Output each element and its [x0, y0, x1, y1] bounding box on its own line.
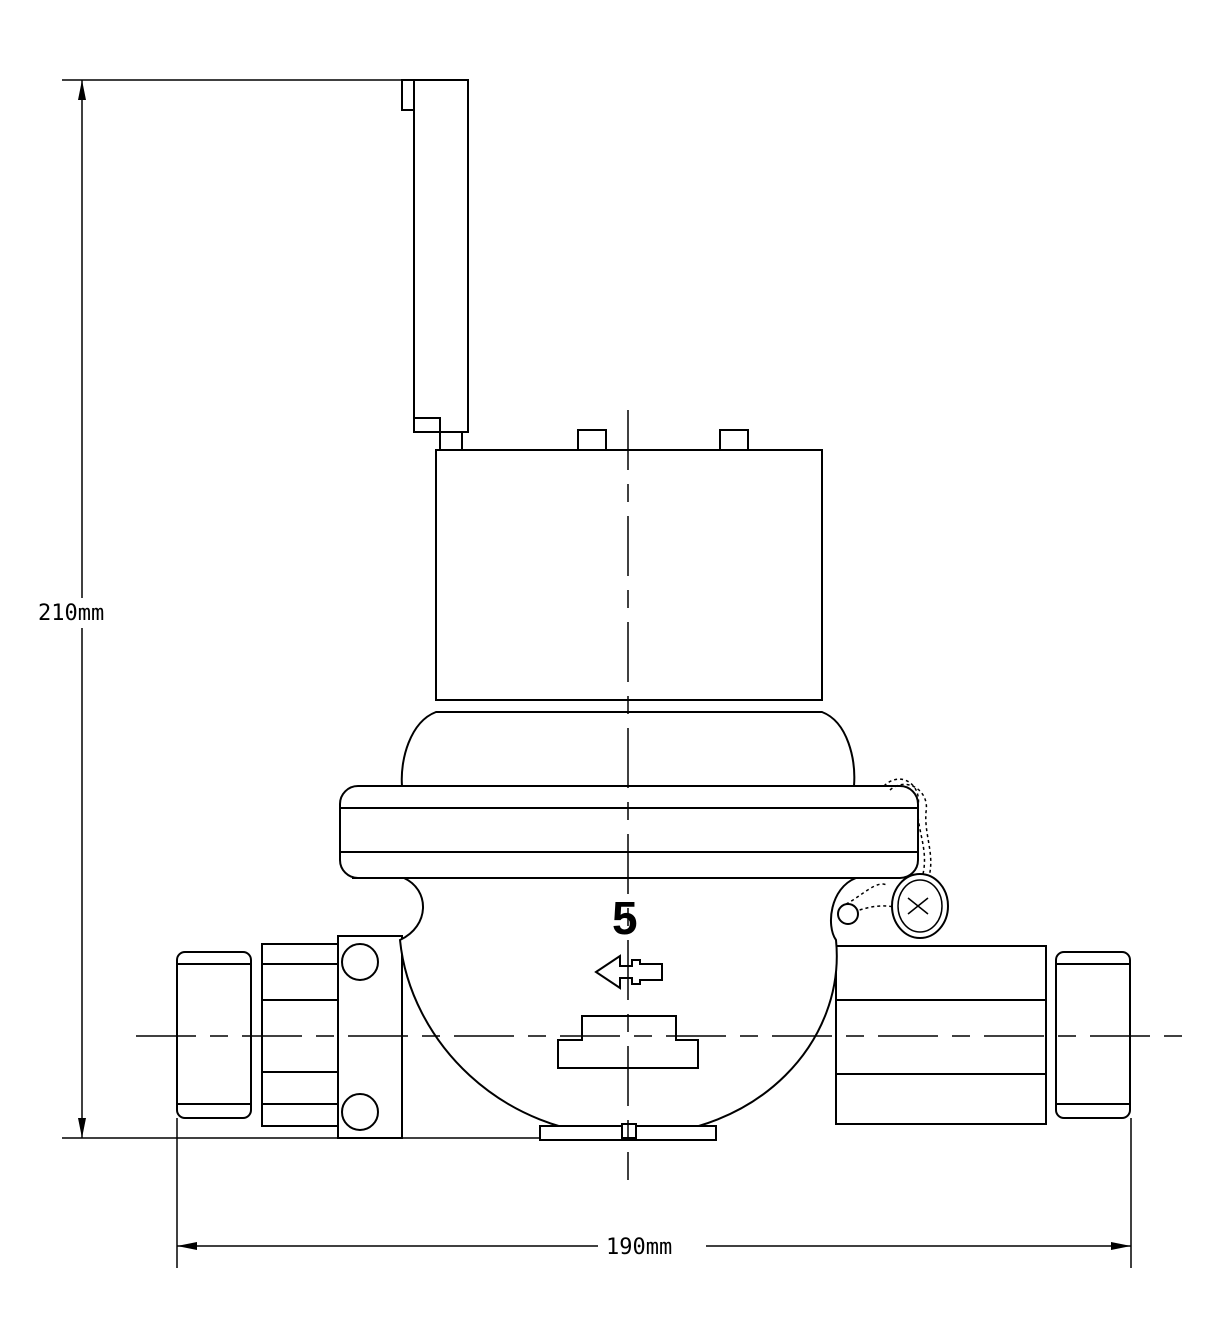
inlet-connector: [176, 935, 403, 1139]
outlet-connector: [835, 945, 1131, 1125]
register-housing: [435, 429, 823, 713]
seal-tag-icon: [891, 873, 949, 939]
height-dimension-label: 210mm: [38, 601, 104, 626]
base-plate: [557, 1015, 699, 1069]
width-dimension: 190mm: [176, 1118, 1132, 1268]
height-dimension: 210mm: [38, 79, 540, 1139]
center-lines: [136, 410, 1184, 1180]
body-mark-number: 5: [612, 892, 638, 944]
meter-body: [352, 877, 857, 1141]
width-dimension-label: 190mm: [606, 1235, 672, 1260]
flange-ring: [339, 785, 919, 879]
antenna: [401, 79, 469, 451]
flow-direction-arrow-icon: [594, 954, 663, 990]
seal-chain-icon: [837, 778, 932, 925]
